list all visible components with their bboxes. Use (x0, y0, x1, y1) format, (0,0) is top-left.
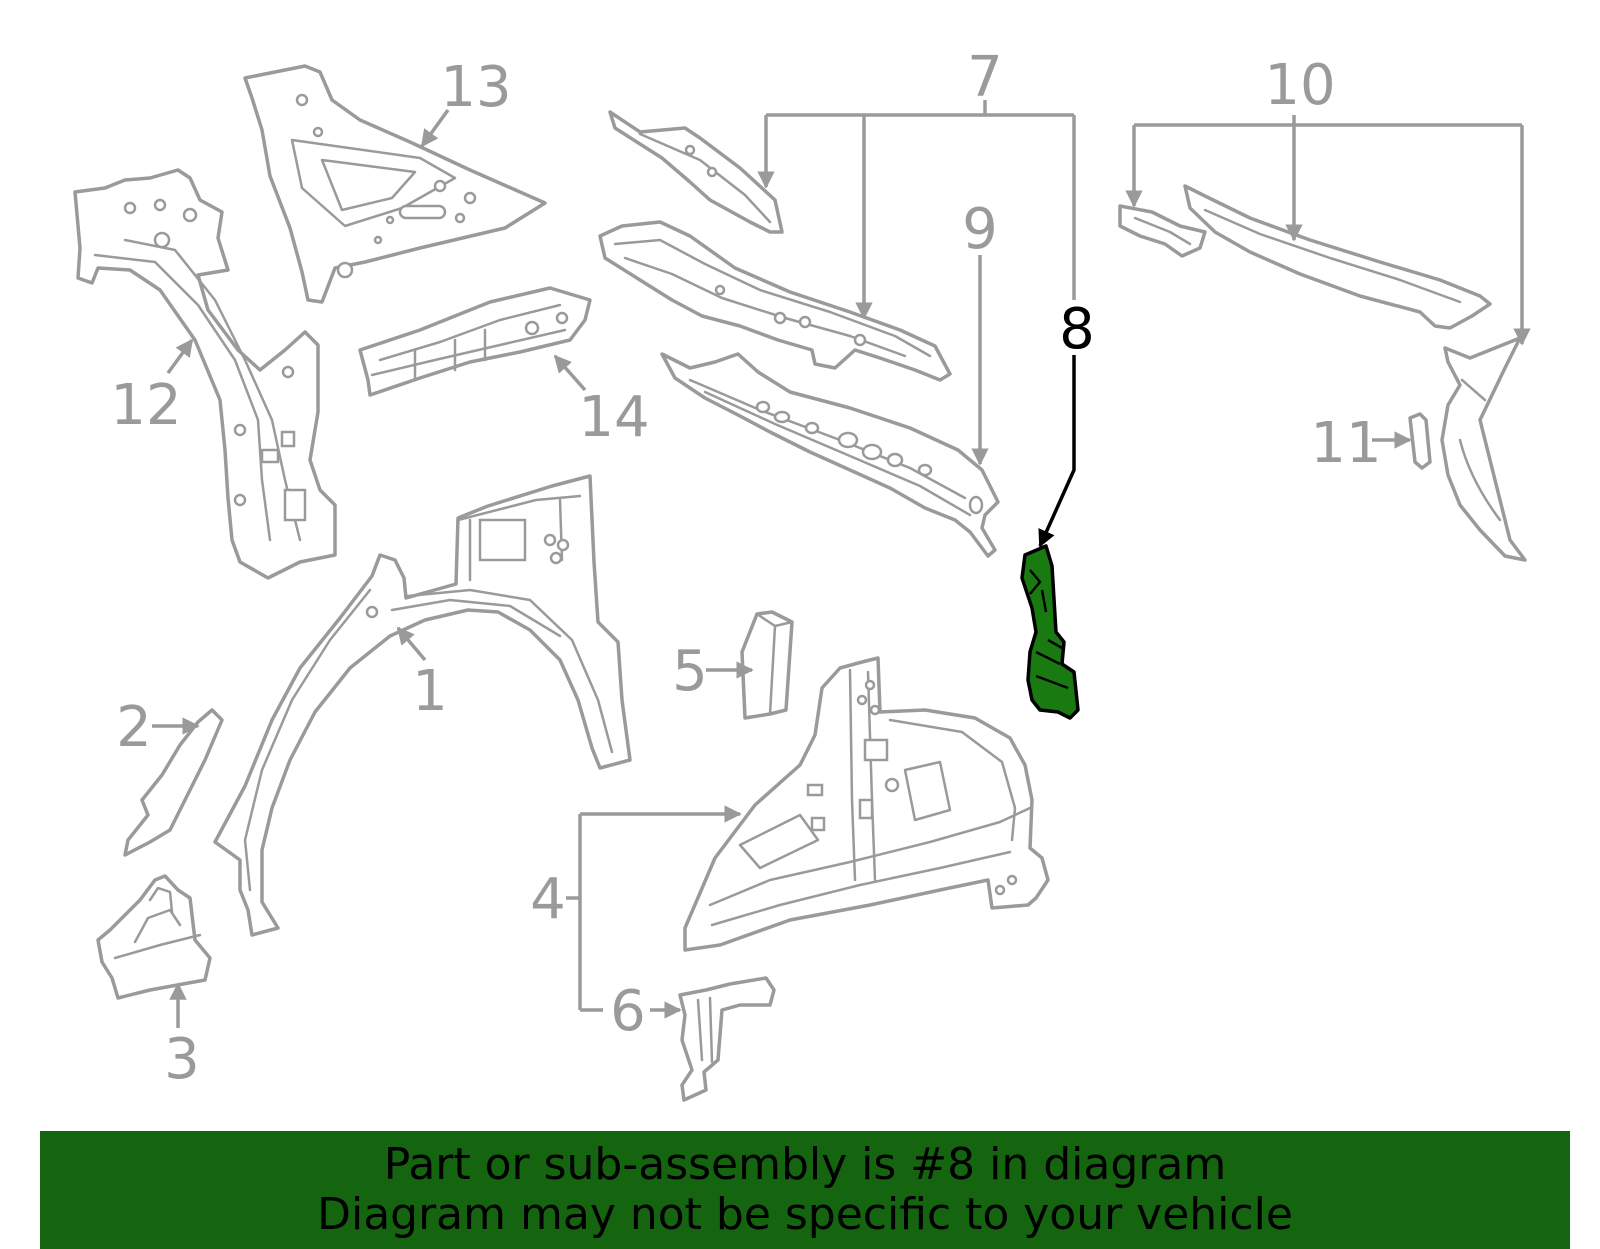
callout-3: 3 (164, 1027, 200, 1092)
part-4[interactable] (683, 656, 1050, 952)
part-10[interactable] (1118, 184, 1527, 562)
banner-line-2: Diagram may not be specific to your vehi… (317, 1189, 1293, 1240)
callout-4: 4 (530, 867, 566, 932)
callout-2: 2 (116, 695, 152, 760)
part-11[interactable] (1408, 412, 1432, 470)
part-3[interactable] (96, 874, 212, 1000)
banner-line-1: Part or sub-assembly is #8 in diagram (383, 1139, 1227, 1190)
callout-1: 1 (412, 659, 448, 724)
part-1[interactable] (213, 474, 632, 937)
part-7[interactable] (598, 110, 952, 382)
callout-9: 9 (962, 197, 998, 262)
part-13[interactable] (243, 64, 547, 304)
callout-5: 5 (672, 639, 708, 704)
callout-8: 8 (1059, 297, 1095, 362)
leader-lines (152, 100, 1531, 1028)
info-banner: Part or sub-assembly is #8 in diagram Di… (40, 1131, 1570, 1249)
callout-11: 11 (1310, 411, 1381, 476)
part-9[interactable] (660, 352, 1000, 558)
part-14[interactable] (358, 286, 592, 397)
part-2[interactable] (123, 708, 224, 857)
part-6[interactable] (678, 976, 776, 1102)
parts-diagram: 1 2 3 4 5 6 7 8 9 10 11 12 13 14 (73, 45, 1531, 1102)
callout-10: 10 (1264, 53, 1335, 118)
part-5[interactable] (740, 610, 794, 720)
part-8-highlighted[interactable] (1020, 544, 1080, 720)
callout-6: 6 (610, 979, 646, 1044)
part-12[interactable] (73, 168, 337, 580)
callout-13: 13 (440, 55, 511, 120)
callout-12: 12 (110, 373, 181, 438)
callout-14: 14 (578, 385, 649, 450)
callout-7: 7 (967, 45, 1003, 110)
callout-labels: 1 2 3 4 5 6 7 8 9 10 11 12 13 14 (110, 45, 1381, 1092)
